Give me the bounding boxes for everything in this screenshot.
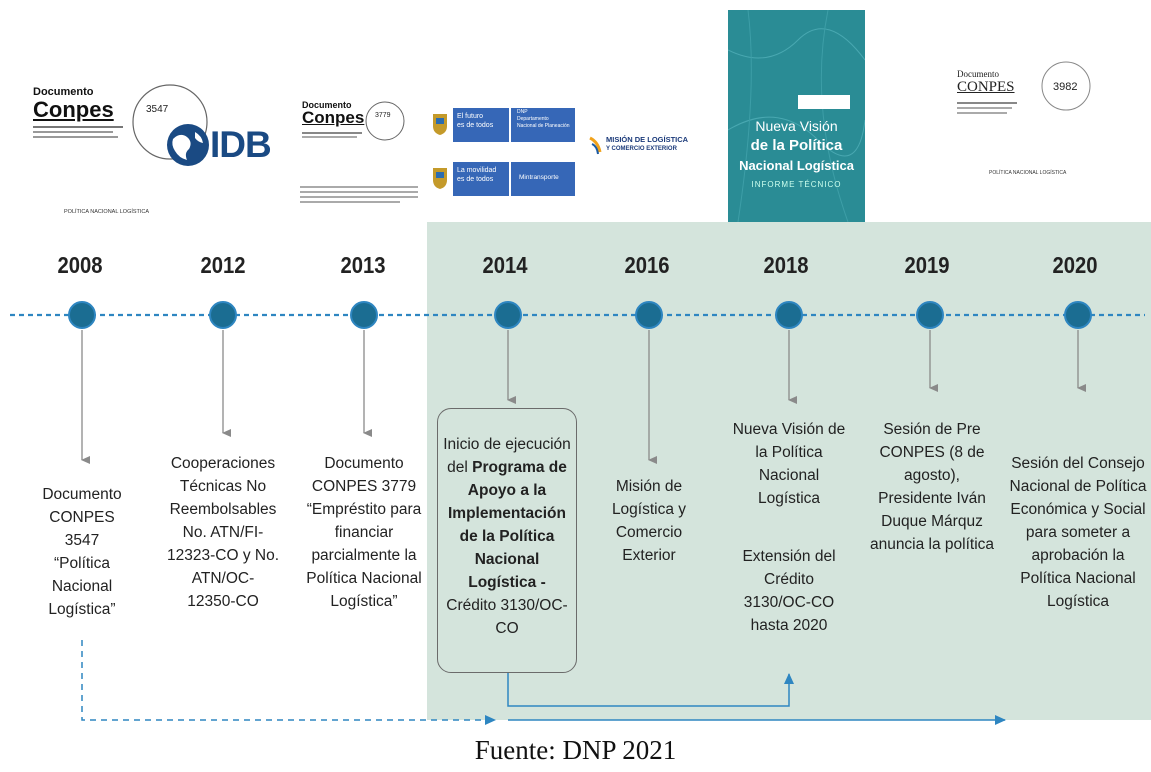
conpes-doc-label: Documento	[33, 86, 94, 98]
idb-wordmark: IDB	[210, 124, 272, 165]
cover-title-1: Nueva Visión	[755, 118, 838, 134]
gov-slogan-1b: es de todos	[457, 122, 494, 129]
document-number-circle	[365, 101, 405, 141]
event-2014: Inicio de ejecución del Programa de Apoy…	[443, 436, 571, 637]
year-2012: 2012	[200, 252, 246, 278]
fine-print	[300, 186, 418, 188]
source-caption: Fuente: DNP 2021	[474, 735, 677, 765]
timeline-node	[350, 301, 378, 329]
event-2012: Cooperaciones Técnicas No Reembolsables …	[167, 455, 279, 610]
map-pattern	[728, 10, 865, 222]
timeline-node	[494, 301, 522, 329]
flow-arrow-dashed	[81, 640, 496, 725]
gov-slogan-2b: es de todos	[457, 176, 494, 183]
mision-swoosh-icon	[589, 136, 602, 155]
event-2018-extension: Extensión del Crédito 3130/OC-CO hasta 2…	[742, 548, 836, 634]
pnl-caption: POLÍTICA NACIONAL LOGÍSTICA	[64, 209, 150, 215]
report-cover: Nueva Visión de la Política Nacional Log…	[728, 10, 865, 222]
coat-of-arms-icon	[433, 168, 447, 189]
event-2013: Documento CONPES 3779 “Empréstito para f…	[306, 455, 422, 610]
flow-arrow-extension	[507, 672, 794, 707]
gov-slogan-2a: La movilidad	[457, 167, 497, 174]
year-2020: 2020	[1052, 252, 1098, 278]
dnp-label: DNP	[517, 109, 528, 115]
fine-print	[302, 132, 362, 134]
timeline-node	[916, 301, 944, 329]
document-number-circle	[132, 84, 208, 160]
document-number: 3982	[1053, 81, 1078, 93]
fine-print	[300, 201, 400, 203]
year-2014: 2014	[482, 252, 528, 278]
timeline-node	[775, 301, 803, 329]
year-2013: 2013	[340, 252, 386, 278]
fine-print	[33, 136, 118, 138]
document-number-circle	[1041, 61, 1091, 111]
timeline-node	[68, 301, 96, 329]
conpes-3547-logo: Documento Conpes 3547 IDB POLÍTICA NACIO…	[30, 80, 272, 225]
conpes-word: Conpes	[33, 97, 114, 122]
fine-print	[33, 131, 113, 133]
year-2008: 2008	[57, 252, 103, 278]
timeline-node	[1064, 301, 1092, 329]
mintransporte-label: Mintransporte	[519, 174, 559, 181]
event-2019: Sesión de Pre CONPES (8 de agosto), Pres…	[869, 421, 995, 553]
event-2020: Sesión del Consejo Nacional de Política …	[1009, 455, 1147, 610]
event-2008: Documento CONPES 3547 “Política Nacional…	[42, 486, 122, 618]
mision-subtitle: Y COMERCIO EXTERIOR	[606, 146, 677, 152]
fine-print	[300, 191, 418, 193]
cover-badge	[798, 95, 850, 109]
gov-slogan-1a: El futuro	[457, 113, 484, 120]
timeline-node	[209, 301, 237, 329]
dnp-label-3: Nacional de Planeación	[517, 123, 570, 129]
cover-title-2: de la Política	[750, 137, 843, 154]
conpes-doc-label: Documento	[957, 69, 999, 79]
coat-of-arms-icon	[433, 114, 447, 135]
mision-logistica-logo: MISIÓN DE LOGÍSTICA Y COMERCIO EXTERIOR	[588, 130, 700, 160]
cover-title-3: Nacional Logística	[739, 158, 854, 173]
fine-print	[33, 126, 123, 128]
document-number: 3547	[146, 104, 169, 115]
year-2016: 2016	[624, 252, 670, 278]
timeline-node	[635, 301, 663, 329]
fine-print	[957, 112, 1007, 114]
dnp-label-2: Departamento	[517, 116, 549, 122]
mision-title: MISIÓN DE LOGÍSTICA	[606, 135, 689, 144]
globe-icon	[167, 124, 209, 166]
pnl-caption: POLÍTICA NACIONAL LOGÍSTICA	[989, 170, 1067, 176]
conpes-word: CONPES	[957, 79, 1015, 95]
event-2016: Misión de Logística y Comercio Exterior	[611, 478, 687, 564]
fine-print	[302, 136, 357, 138]
conpes-doc-label: Documento	[302, 100, 352, 110]
year-2018: 2018	[763, 252, 809, 278]
conpes-word: Conpes	[302, 108, 365, 127]
event-2018-vision: Nueva Visión de la Política Nacional Log…	[732, 421, 846, 507]
document-number: 3779	[375, 112, 391, 119]
government-logos: El futuro es de todos DNP Departamento N…	[427, 104, 575, 201]
fine-print	[300, 196, 418, 198]
fine-print	[957, 102, 1017, 104]
conpes-3779-logo: Documento Conpes 3779	[298, 96, 423, 206]
fine-print	[957, 107, 1012, 109]
conpes-3982-logo: Documento CONPES 3982 POLÍTICA NACIONAL …	[955, 61, 1095, 181]
year-2019: 2019	[904, 252, 950, 278]
cover-subtitle: INFORME TÉCNICO	[751, 180, 842, 189]
event-box-2014	[437, 408, 577, 673]
